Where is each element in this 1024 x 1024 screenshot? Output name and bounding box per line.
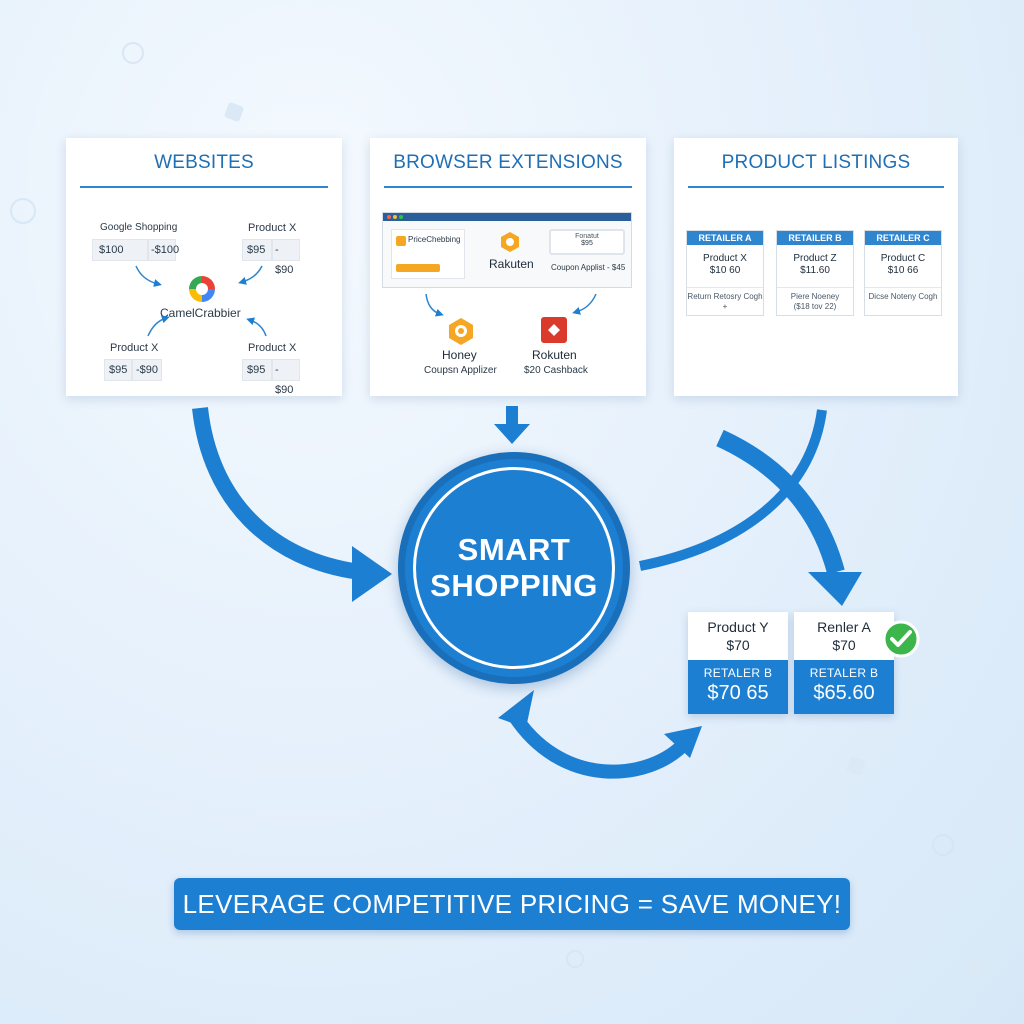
product-listings-title: PRODUCT LISTINGS xyxy=(688,152,944,188)
retailer-a-product: Product X xyxy=(703,253,747,264)
camelcamelcamel-logo-icon xyxy=(189,276,215,302)
card-2-top: Renler A $70 xyxy=(794,612,894,660)
product-x-top-right-label: Product X xyxy=(248,222,297,234)
retailer-a-header: RETAILER A xyxy=(687,231,763,245)
window-dot-yellow xyxy=(393,215,397,219)
arrow-cycle-head-right xyxy=(664,726,702,758)
card-2-label: Renler A xyxy=(817,619,871,635)
retailer-a-price: $10 60 xyxy=(709,265,741,276)
arrow-cycle-head-left xyxy=(498,690,534,728)
retailer-column-c: RETAILER C Product C $10 66 Dicse Noteny… xyxy=(864,230,942,316)
camelcamelcamel-logo-text: CamelCrabbier xyxy=(160,306,241,320)
retailer-c-footer: Dicse Noteny Cogh xyxy=(865,287,941,302)
card-2-retailer: RETALER B xyxy=(809,666,879,680)
pricechecker-widget[interactable]: PriceChebbing xyxy=(391,229,465,279)
websites-title: WEBSITES xyxy=(80,152,328,188)
window-dot-red xyxy=(387,215,391,219)
arrow-cycle xyxy=(506,708,692,779)
extensions-arrows xyxy=(425,293,597,317)
product-x-top-right-price-high: - $90 xyxy=(272,239,300,276)
checkmark-icon xyxy=(882,620,920,658)
retailer-c-header: RETAILER C xyxy=(865,231,941,245)
bg-circle xyxy=(10,198,36,224)
card-1-price: $70 65 xyxy=(707,682,769,704)
card-1-top: Product Y $70 xyxy=(688,612,788,660)
bg-circle xyxy=(566,950,584,968)
hub-inner-ring: SMART SHOPPING xyxy=(413,467,615,669)
browser-extensions-title: BROWSER EXTENSIONS xyxy=(384,152,632,188)
pricechecker-label: PriceChebbing xyxy=(408,235,461,244)
product-x-top-right-price-low: $95 xyxy=(242,239,272,261)
rokuten-icon xyxy=(541,317,567,343)
google-shopping-label: Google Shopping xyxy=(100,222,178,233)
arrow-listings-to-cards xyxy=(716,429,845,575)
save-money-banner: LEVERAGE COMPETITIVE PRICING = SAVE MONE… xyxy=(174,878,850,930)
honey-icon xyxy=(449,318,473,345)
retailer-a-footer: Return Retosry Cogh + xyxy=(687,287,763,312)
window-dot-green xyxy=(399,215,403,219)
websites-panel: WEBSITES Google Shopping $100 -$100 Prod… xyxy=(66,138,342,396)
product-listings-panel: PRODUCT LISTINGS RETAILER A Product X $1… xyxy=(674,138,958,396)
hub-line-2: SHOPPING xyxy=(430,568,598,603)
arrow-websites-head xyxy=(352,546,392,602)
retailer-b-footer-line1: Piere Noeney xyxy=(790,292,840,301)
coupon-text: Coupon Applist - $45 xyxy=(551,263,626,272)
retailer-column-b: RETAILER B Product Z $11.60 Piere Noeney… xyxy=(776,230,854,316)
honey-name: Honey xyxy=(442,348,477,362)
product-x-bottom-left-price-high: -$90 xyxy=(132,359,162,381)
honey-small-icon xyxy=(501,232,519,252)
browser-extensions-panel: BROWSER EXTENSIONS PriceChebbing Rakuten… xyxy=(370,138,646,396)
rakuten-label: Rakuten xyxy=(489,257,534,271)
arrow-websites-to-hub xyxy=(192,407,362,580)
rokuten-name: Rokuten xyxy=(532,348,577,362)
honey-description: Coupsn Applizer xyxy=(424,365,497,376)
rokuten-description: $20 Cashback xyxy=(524,365,588,376)
comparison-card-2: Renler A $70 RETALER B $65.60 xyxy=(794,612,894,714)
card-2-bottom: RETALER B $65.60 xyxy=(794,660,894,714)
bg-circle xyxy=(932,834,954,856)
arrow-listings-to-hub xyxy=(639,409,827,571)
popup-value: $95 xyxy=(581,240,593,247)
hub-line-1: SMART xyxy=(457,532,571,567)
websites-arrows xyxy=(135,265,267,337)
retailer-b-footer: Piere Noeney ($18 tov 22) xyxy=(777,287,853,312)
smart-shopping-hub: SMART SHOPPING xyxy=(398,452,630,684)
card-2-top-price: $70 xyxy=(832,637,856,653)
retailer-a-footer-line1: Return Retosry Cogh xyxy=(687,292,763,301)
retailer-c-product: Product C xyxy=(880,253,926,264)
retailer-a-footer-line2: + xyxy=(722,302,728,311)
browser-window: PriceChebbing Rakuten Fonatut $95 Coupon… xyxy=(382,212,632,288)
product-x-bottom-right-label: Product X xyxy=(248,342,297,354)
bg-circle xyxy=(122,42,144,64)
card-1-top-price: $70 xyxy=(726,637,750,653)
popup-title: Fonatut xyxy=(575,233,599,240)
card-2-price: $65.60 xyxy=(813,682,875,704)
retailer-column-a: RETAILER A Product X $10 60 Return Retos… xyxy=(686,230,764,316)
retailer-c-footer-line1: Dicse Noteny Cogh xyxy=(868,292,938,301)
pricechecker-bar xyxy=(396,264,440,272)
price-popup[interactable]: Fonatut $95 xyxy=(549,229,625,255)
arrow-listings-cards-head xyxy=(808,572,862,606)
card-1-retailer: RETALER B xyxy=(703,666,773,680)
retailer-b-price: $11.60 xyxy=(800,265,830,276)
arrow-extensions-shaft xyxy=(506,406,518,428)
retailer-b-product: Product Z xyxy=(793,253,837,264)
google-price-low: $100 xyxy=(92,239,148,261)
product-x-bottom-right-price-low: $95 xyxy=(242,359,272,381)
product-x-bottom-right-price-high: - $90 xyxy=(272,359,300,396)
product-x-bottom-left-label: Product X xyxy=(110,342,159,354)
card-1-label: Product Y xyxy=(707,619,769,635)
browser-titlebar xyxy=(383,213,631,221)
comparison-card-1: Product Y $70 RETALER B $70 65 xyxy=(688,612,788,714)
google-price-high: -$100 xyxy=(148,239,179,261)
retailer-b-header: RETAILER B xyxy=(777,231,853,245)
arrow-extensions-head xyxy=(494,424,530,444)
pricechecker-icon xyxy=(396,236,406,246)
card-1-bottom: RETALER B $70 65 xyxy=(688,660,788,714)
product-x-bottom-left-price-low: $95 xyxy=(104,359,132,381)
retailer-b-footer-line2: ($18 tov 22) xyxy=(793,302,837,311)
retailer-c-price: $10 66 xyxy=(887,265,919,276)
